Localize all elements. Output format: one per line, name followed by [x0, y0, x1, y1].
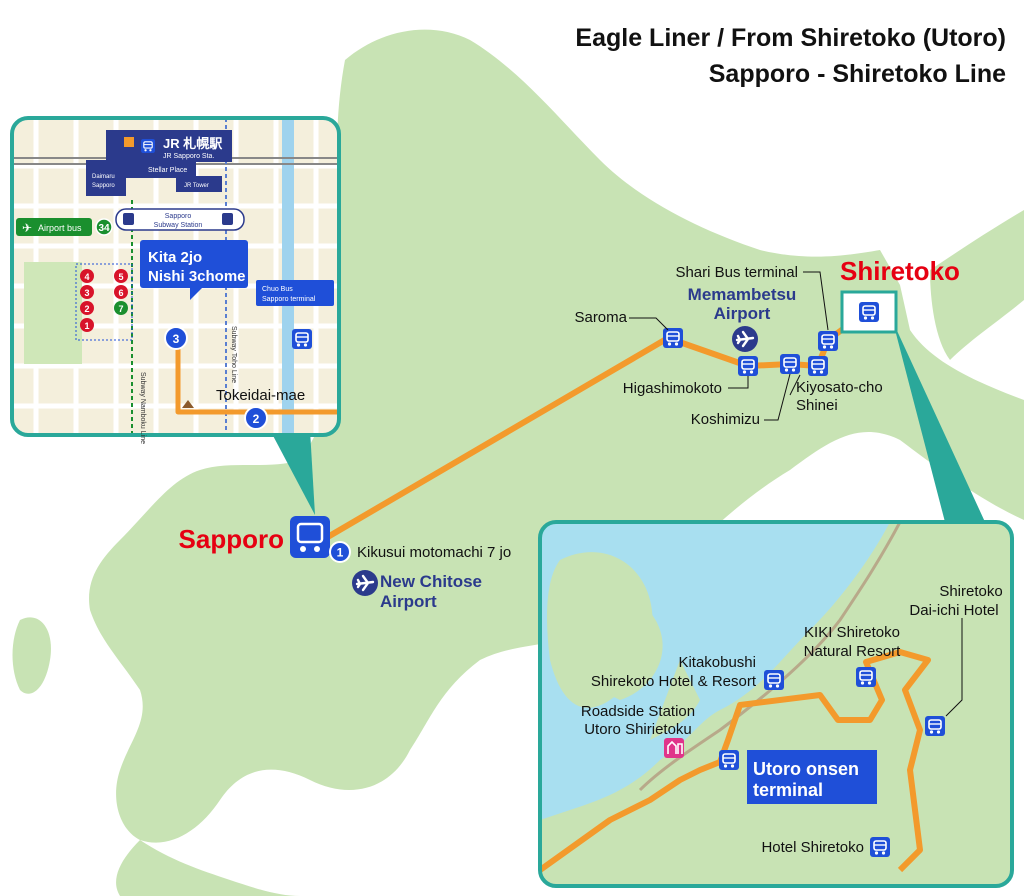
utoro-onsen-terminal-box: Utoro onsen terminal [747, 750, 877, 804]
subway-station-box: Sapporo Subway Station [115, 208, 245, 231]
stop-number-1: 1 [329, 541, 351, 563]
svg-text:1: 1 [84, 321, 89, 331]
new-chitose-airport-icon [350, 568, 380, 598]
jr-tower-label: JR Tower [184, 183, 209, 189]
stop-saroma-bus-icon[interactable] [662, 327, 684, 349]
svg-text:2: 2 [253, 412, 260, 426]
city-label-sapporo: Sapporo [179, 524, 284, 554]
shiretoko-callout-pointer [893, 322, 985, 522]
kitakobushi-label-1: Kitakobushi [678, 654, 756, 671]
daimaru-label-2: Sapporo [92, 183, 115, 189]
namboku-line-label: Subway Namboku Line [139, 372, 146, 444]
stop-label-kikusui: Kikusui motomachi 7 jo [357, 544, 511, 561]
stop-hotel-shiretoko-bus-icon[interactable] [869, 836, 891, 858]
airport-label-new-chitose-2: Airport [380, 592, 437, 611]
svg-text:4: 4 [84, 272, 89, 282]
stop-shari-bus-icon[interactable] [817, 330, 839, 352]
stop-sapporo[interactable] [290, 516, 330, 558]
toho-line-label: Subway Toho Line [230, 326, 237, 383]
stop-dai-ichi-hotel-bus-icon[interactable] [924, 715, 946, 737]
stop-label-kiyosato-2: Shinei [796, 397, 838, 414]
utoro-inset-map [538, 520, 1014, 888]
dai-ichi-label-1: Shiretoko [939, 583, 1002, 600]
stop-higashimokoto-bus-icon[interactable] [737, 355, 759, 377]
svg-text:Nishi 3chome: Nishi 3chome [148, 268, 246, 285]
sapporo-callout-pointer [270, 430, 315, 515]
svg-text:2: 2 [84, 304, 89, 314]
svg-text:7: 7 [118, 304, 123, 314]
svg-text:Airport bus: Airport bus [38, 223, 82, 233]
stop-label-koshimizu: Koshimizu [691, 411, 760, 428]
svg-text:Subway Station: Subway Station [154, 222, 203, 229]
clock-tower-icon [182, 400, 194, 408]
stop-label-kiyosato-1: Kiyosato-cho [796, 379, 883, 396]
stop-label-higashimokoto: Higashimokoto [623, 380, 722, 397]
daimaru-label-1: Daimaru [92, 174, 115, 180]
airport-label-memambetsu-1: Memambetsu [688, 285, 797, 304]
city-label-shiretoko: Shiretoko [840, 256, 960, 286]
jr-station-en-label: JR Sapporo Sta. [163, 153, 214, 160]
roadside-label-1: Roadside Station [581, 703, 695, 720]
memambetsu-airport-icon [730, 324, 760, 354]
dai-ichi-label-2: Dai-ichi Hotel [909, 602, 998, 619]
svg-text:terminal: terminal [753, 780, 823, 800]
svg-text:Kita 2jo: Kita 2jo [148, 249, 202, 266]
title-line1: Eagle Liner / From Shiretoko (Utoro) [575, 24, 1006, 52]
stop-label-shari: Shari Bus terminal [675, 264, 798, 281]
airport-bus-sign: Airport bus ✈ 34 [16, 218, 113, 236]
airport-bus-gates: 4 5 3 6 2 7 1 [80, 269, 128, 332]
svg-text:Chuo Bus: Chuo Bus [262, 286, 293, 293]
stop-kiyosato-bus-icon[interactable] [807, 355, 829, 377]
title-line2: Sapporo - Shiretoko Line [709, 60, 1006, 88]
svg-text:6: 6 [118, 288, 123, 298]
stop-kitakobushi-bus-icon[interactable] [763, 669, 785, 691]
stop-label-saroma: Saroma [574, 309, 627, 326]
kita-2jo-callout: Kita 2jo Nishi 3chome [140, 240, 248, 300]
chuo-bus-terminal-icon [291, 328, 313, 350]
stellar-place-label: Stellar Place [148, 167, 187, 174]
kiki-label-1: KIKI Shiretoko [804, 624, 900, 641]
stop-utoro-onsen-bus-icon[interactable] [718, 749, 740, 771]
svg-text:5: 5 [118, 272, 123, 282]
svg-text:34: 34 [98, 223, 110, 234]
hotel-shiretoko-label: Hotel Shiretoko [761, 839, 864, 856]
stop-shiretoko[interactable] [840, 290, 898, 334]
svg-text:Sapporo terminal: Sapporo terminal [262, 296, 316, 303]
tokeidai-label: Tokeidai-mae [216, 387, 305, 404]
roadside-station-icon [664, 738, 684, 758]
svg-text:1: 1 [337, 546, 344, 560]
svg-text:Utoro onsen: Utoro onsen [753, 759, 859, 779]
stop-koshimizu-bus-icon[interactable] [779, 353, 801, 375]
chuo-bus-terminal-box: Chuo Bus Sapporo terminal [256, 280, 334, 306]
svg-text:✈: ✈ [22, 221, 32, 235]
svg-text:3: 3 [84, 288, 89, 298]
stop-number-2: 2 [244, 406, 268, 430]
shop-icon [124, 137, 134, 147]
kitakobushi-label-2: Shirekoto Hotel & Resort [591, 673, 757, 690]
hokkaido-landmass [12, 29, 1024, 896]
roadside-label-2: Utoro Shirietoku [584, 721, 692, 738]
jr-station-label: JR 札幌駅 [163, 136, 223, 151]
jr-station-bus-icon [140, 138, 156, 154]
stop-number-3: 3 [164, 326, 188, 350]
svg-text:Sapporo: Sapporo [165, 213, 192, 220]
airport-label-new-chitose-1: New Chitose [380, 572, 482, 591]
airport-label-memambetsu-2: Airport [714, 304, 771, 323]
svg-text:3: 3 [173, 332, 180, 346]
kiki-label-2: Natural Resort [804, 643, 902, 660]
stop-kiki-resort-bus-icon[interactable] [855, 666, 877, 688]
